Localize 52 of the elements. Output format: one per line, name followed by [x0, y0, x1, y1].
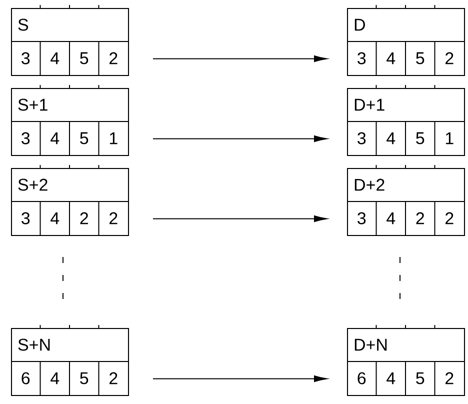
- digit: 4: [386, 132, 396, 144]
- digit: 2: [446, 52, 454, 64]
- digit: 1: [110, 132, 118, 144]
- digit: 2: [110, 52, 118, 64]
- digit: 6: [22, 372, 30, 384]
- register-box: [10, 4, 129, 76]
- digit: 2: [80, 212, 88, 224]
- register-label: D+2: [354, 178, 384, 191]
- arrow: [152, 135, 328, 142]
- digit: 2: [110, 372, 118, 384]
- digit: 5: [80, 372, 88, 384]
- digit: 4: [50, 212, 60, 224]
- register-box: [10, 164, 129, 236]
- digit: 4: [50, 372, 60, 384]
- register-label: D+1: [354, 98, 384, 111]
- register-label: D+N: [354, 338, 387, 351]
- register-box: [10, 84, 129, 156]
- digit: 2: [416, 212, 424, 224]
- register-label: S+N: [18, 338, 50, 351]
- digit: 5: [80, 52, 88, 64]
- register-box: [346, 164, 465, 236]
- digit: 2: [446, 212, 454, 224]
- register-label: S+1: [18, 98, 48, 111]
- digit: 5: [416, 52, 424, 64]
- digit: 4: [50, 132, 60, 144]
- register-box: [346, 4, 465, 76]
- register-label: S+2: [18, 178, 48, 191]
- digit: 3: [22, 132, 30, 144]
- digit: 4: [50, 52, 60, 64]
- digit: 6: [358, 372, 366, 384]
- digit: 5: [416, 372, 424, 384]
- arrow: [152, 215, 328, 222]
- digit: 3: [22, 52, 30, 64]
- digit: 4: [386, 372, 396, 384]
- digit: 3: [358, 52, 366, 64]
- digit: 3: [22, 212, 30, 224]
- register-box: [10, 324, 129, 396]
- digit: 2: [446, 372, 454, 384]
- digit: 5: [416, 132, 424, 144]
- digit: 1: [446, 132, 454, 144]
- digit: 5: [80, 132, 88, 144]
- register-box: [346, 324, 465, 396]
- register-label: D: [354, 18, 365, 31]
- register-box: [346, 84, 465, 156]
- digit: 4: [386, 212, 396, 224]
- arrow: [152, 55, 328, 62]
- register-label: S: [18, 18, 28, 31]
- digit: 4: [386, 52, 396, 64]
- arrow: [152, 375, 328, 382]
- digit: 2: [110, 212, 118, 224]
- digit: 3: [358, 132, 366, 144]
- digit: 3: [358, 212, 366, 224]
